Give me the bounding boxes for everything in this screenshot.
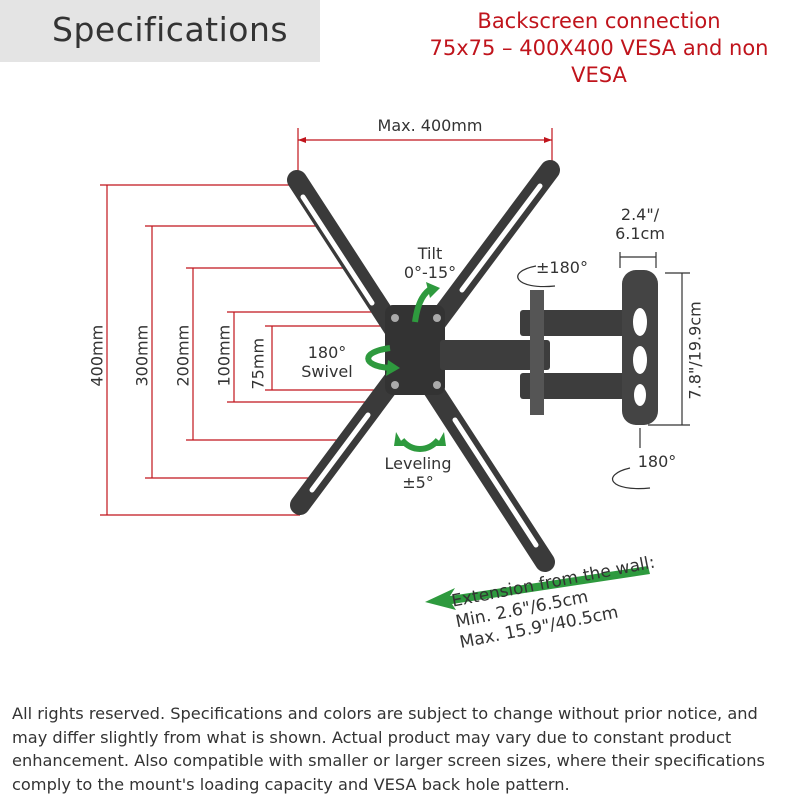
connection-line-2: 75x75 – 400X400 VESA and non VESA [429,36,769,87]
connection-title: Backscreen connection 75x75 – 400X400 VE… [400,8,798,89]
plate-width-label: 2.4"/6.1cm [605,205,675,243]
swivel-label: 180°Swivel [292,343,362,381]
extension-arrow [425,566,650,610]
height-300-label: 300mm [132,324,152,387]
arm-rotation-label: ±180° [536,258,588,277]
swing-arm [440,270,658,425]
plate-height-label: 7.8"/19.9cm [685,301,705,400]
tilt-title: Tilt [417,244,443,263]
height-75-label: 75mm [248,337,268,390]
disclaimer: All rights reserved. Specifications and … [12,704,765,794]
swivel-title: Swivel [301,362,353,381]
header-bar: Specifications [0,0,320,62]
tv-bracket-x [287,160,560,572]
plate-width-inch: 2.4"/ [620,205,660,224]
tilt-range: 0°-15° [403,263,457,282]
plate-width-cm: 6.1cm [615,224,665,243]
dimension-lines [100,128,553,516]
max-width-label: Max. 400mm [377,116,483,135]
height-200-label: 200mm [173,324,193,387]
leveling-title: Leveling [384,454,452,473]
leveling-label: Leveling±5° [378,454,458,492]
plate-dimension-lines [517,252,690,490]
leveling-range: ±5° [402,473,434,492]
height-100-label: 100mm [214,324,234,387]
wall-rotation-label: 180° [637,452,677,471]
height-400-label: 400mm [87,324,107,387]
page-title: Specifications [52,10,289,49]
swivel-angle: 180° [307,343,347,362]
connection-line-1: Backscreen connection [477,9,721,33]
